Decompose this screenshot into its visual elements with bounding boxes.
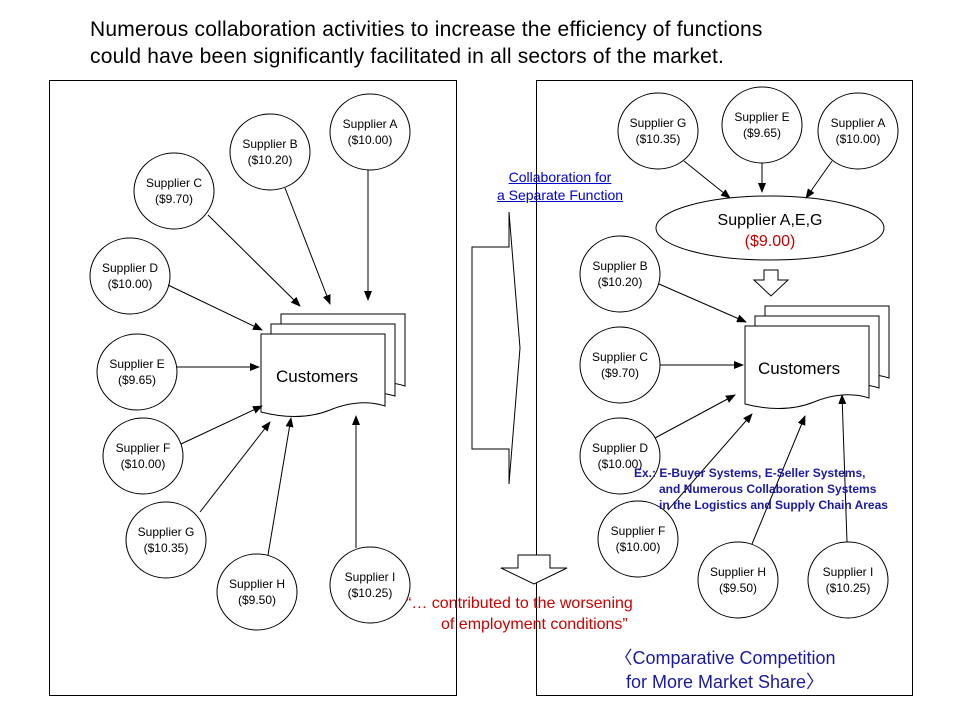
left-customers-label: Customers <box>276 367 359 386</box>
left-supplier-b-circle <box>229 113 311 191</box>
right-supplier-i-circle <box>807 541 889 619</box>
right-arrow-a <box>805 160 833 199</box>
merged-supplier-ellipse <box>655 195 885 261</box>
right-customers-label: Customers <box>758 359 841 378</box>
left-supplier-a: Supplier A($10.00) <box>342 117 398 147</box>
right-arrow-d <box>654 394 736 439</box>
employment-note: “… contributed to the worsening of emplo… <box>406 595 633 633</box>
right-supplier-g-circle <box>617 92 699 170</box>
right-supplier-c: Supplier C($9.70) <box>591 350 649 380</box>
title-line-2: could have been significantly facilitate… <box>90 45 725 68</box>
left-supplier-e-circle <box>96 333 178 411</box>
left-supplier-e: Supplier E($9.65) <box>109 357 165 387</box>
left-supplier-i-circle <box>329 546 411 624</box>
middle-big-arrow <box>471 211 521 485</box>
left-customers-stack <box>260 313 406 418</box>
left-supplier-b: Supplier B($10.20) <box>242 137 298 167</box>
right-customers-stack <box>744 305 890 410</box>
right-supplier-d-circle <box>579 417 661 495</box>
title-line-1: Numerous collaboration activities to inc… <box>90 18 763 41</box>
left-arrow-f <box>180 405 263 445</box>
merged-supplier-name: Supplier A,E,G <box>717 212 823 229</box>
right-supplier-e: Supplier E($9.65) <box>734 110 790 140</box>
comparative-competition-note: 〈Comparative Competition for More Market… <box>614 648 836 692</box>
left-supplier-c: Supplier C($9.70) <box>145 176 203 206</box>
left-supplier-i: Supplier I($10.25) <box>344 570 396 600</box>
bottom-down-arrow <box>500 554 568 585</box>
right-arrow-f <box>667 413 753 511</box>
right-supplier-f: Supplier F($10.00) <box>610 524 666 554</box>
left-supplier-g-circle <box>125 501 207 579</box>
collaboration-link[interactable]: Collaboration for a Separate Function <box>496 169 624 203</box>
left-arrow-d <box>167 284 263 331</box>
right-supplier-b: Supplier B($10.20) <box>592 259 648 289</box>
left-supplier-d-circle <box>89 237 171 315</box>
left-supplier-a-circle <box>329 93 411 171</box>
right-supplier-b-circle <box>579 235 661 313</box>
right-arrow-g <box>683 160 731 199</box>
slide-title: Numerous collaboration activities to inc… <box>90 16 950 70</box>
merged-supplier-price: ($9.00) <box>744 233 796 250</box>
right-supplier-h: Supplier H($9.50) <box>709 565 767 595</box>
left-supplier-h: Supplier H($9.50) <box>228 577 286 607</box>
merged-supplier-label: Supplier A,E,G ($9.00) <box>680 210 860 252</box>
left-supplier-f-circle <box>102 417 184 495</box>
left-supplier-c-circle <box>133 152 215 230</box>
left-arrow-h <box>267 417 294 556</box>
left-supplier-f: Supplier F($10.00) <box>115 441 171 471</box>
right-supplier-g: Supplier G($10.35) <box>629 116 687 146</box>
left-arrow-b <box>284 187 331 305</box>
right-supplier-d: Supplier D($10.00) <box>591 441 649 471</box>
right-supplier-h-circle <box>697 541 779 619</box>
left-arrow-g <box>199 421 271 513</box>
left-supplier-d: Supplier D($10.00) <box>101 261 159 291</box>
right-arrow-i <box>838 394 848 543</box>
right-arrow-h <box>751 415 806 545</box>
right-supplier-a-circle <box>817 92 899 170</box>
merged-down-arrow <box>752 269 790 297</box>
left-supplier-h-circle <box>216 553 298 631</box>
right-supplier-a: Supplier A($10.00) <box>830 116 886 146</box>
left-arrow-c <box>207 214 301 307</box>
collab-systems-note: Ex.: E-Buyer Systems, E-Seller Systems, … <box>634 466 888 512</box>
right-arrow-b <box>658 283 747 323</box>
right-supplier-i: Supplier I($10.25) <box>822 565 874 595</box>
left-supplier-g: Supplier G($10.35) <box>137 525 195 555</box>
right-supplier-f-circle <box>597 500 679 578</box>
